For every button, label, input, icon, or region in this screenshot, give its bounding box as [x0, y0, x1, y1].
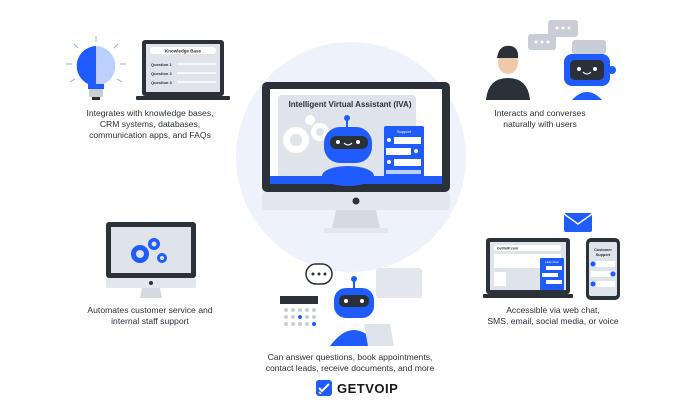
kb-question-1: Question 1 — [151, 62, 172, 67]
kb-question-2: Question 2 — [151, 71, 172, 76]
tasks-illustration — [280, 263, 422, 346]
phone-title-line-1: Customer — [594, 248, 612, 252]
logo-text: GETVOIP — [337, 380, 399, 396]
email-icon — [564, 213, 592, 232]
caption-automation: Automates customer service and internal … — [60, 305, 240, 327]
kb-title: Knowledge Base — [165, 49, 202, 54]
caption-line: Interacts and converses — [494, 108, 586, 118]
caption-line: communication apps, and FAQs — [89, 130, 211, 140]
caption-line: contact leads, receive documents, and mo… — [265, 363, 435, 373]
caption-channels: Accessible via web chat, SMS, email, soc… — [470, 305, 636, 327]
caption-line: CRM systems, databases, — [99, 119, 201, 129]
caption-conversation: Interacts and converses naturally with u… — [470, 108, 610, 130]
caption-integrations: Integrates with knowledge bases, CRM sys… — [60, 108, 240, 141]
caption-line: internal staff support — [111, 316, 189, 326]
caption-line: Integrates with knowledge bases, — [86, 108, 214, 118]
caption-line: Can answer questions, book appointments, — [267, 352, 433, 362]
caption-line: SMS, email, social media, or voice — [487, 316, 619, 326]
conversation-illustration — [486, 20, 616, 100]
iva-screen-title: Intelligent Virtual Assistant (IVA) — [289, 100, 412, 109]
automation-monitor-illustration — [106, 222, 196, 298]
caption-tasks: Can answer questions, book appointments,… — [240, 352, 460, 374]
channels-illustration: GetVoIP.com Help Chat Customer Support — [483, 213, 620, 300]
iva-monitor-illustration: Intelligent Virtual Assistant (IVA) Supp… — [262, 82, 450, 233]
support-panel-title: Support — [397, 129, 412, 134]
knowledge-base-illustration: Knowledge Base Question 1 Question 2 Que… — [66, 36, 230, 100]
browser-title: GetVoIP.com — [497, 247, 518, 251]
caption-line: Accessible via web chat, — [506, 305, 600, 315]
caption-line: naturally with users — [503, 119, 577, 129]
caption-line: Automates customer service and — [87, 305, 213, 315]
getvoip-logo: GETVOIP — [316, 380, 398, 396]
kb-question-3: Question 3 — [151, 80, 172, 85]
phone-title-line-2: Support — [596, 253, 611, 257]
help-chat-title: Help Chat — [545, 260, 559, 264]
check-badge-icon — [316, 380, 332, 396]
